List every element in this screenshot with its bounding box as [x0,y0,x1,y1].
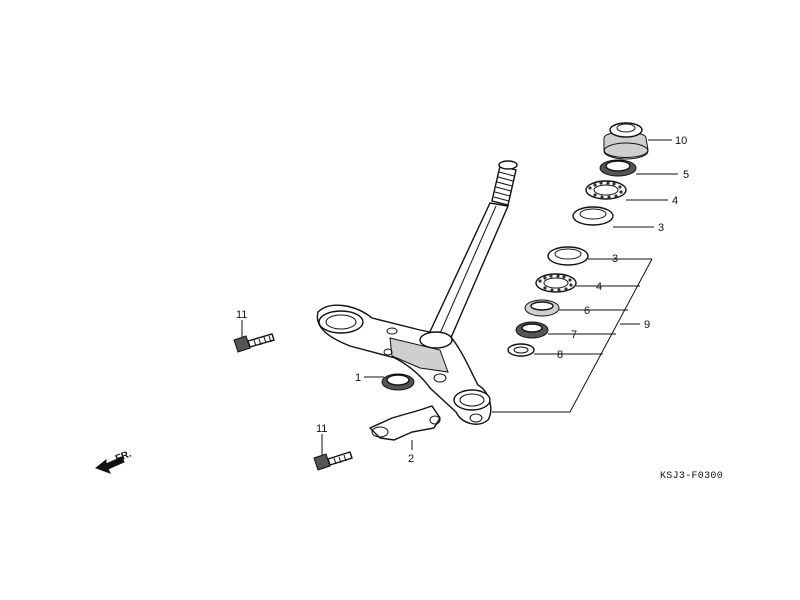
steering-stem [426,160,518,341]
label-7: 7 [571,329,577,341]
part-2-bracket [368,405,441,441]
part-1-seal [381,373,415,391]
leader-lines [241,139,678,455]
part-3-lower-race [547,246,589,266]
label-6: 6 [584,305,590,317]
label-8: 8 [557,349,563,361]
part-4-lower-bearing [535,273,577,293]
label-11-upper: 11 [236,309,247,321]
part-6-dust-seal [524,299,560,317]
part-10-adjusting-nut [603,122,649,160]
lower-triple-clamp [316,304,492,425]
label-3-lower: 3 [612,253,618,265]
bolt-11-upper [233,333,275,353]
diagram-code: KSJ3-F0300 [660,471,723,482]
part-4-upper-bearing [585,180,627,200]
front-direction-label: FR. [114,448,133,464]
label-4-lower: 4 [596,281,602,293]
label-5: 5 [683,169,689,181]
label-1: 1 [355,372,361,384]
part-3-upper-race [572,206,614,226]
label-9: 9 [644,319,650,331]
part-5-dust-seal [599,159,637,177]
bolt-11-lower [313,451,353,471]
label-11-lower: 11 [316,423,327,435]
part-8-washer [507,343,535,357]
front-direction-arrow: FR. [94,448,133,474]
part-7-seal [515,321,549,339]
part-labels: 10 5 4 3 3 4 6 7 8 9 1 2 11 11 [236,135,689,465]
label-3-upper: 3 [658,222,664,234]
label-2: 2 [408,453,414,465]
label-4-upper: 4 [672,195,678,207]
label-10: 10 [675,135,687,147]
